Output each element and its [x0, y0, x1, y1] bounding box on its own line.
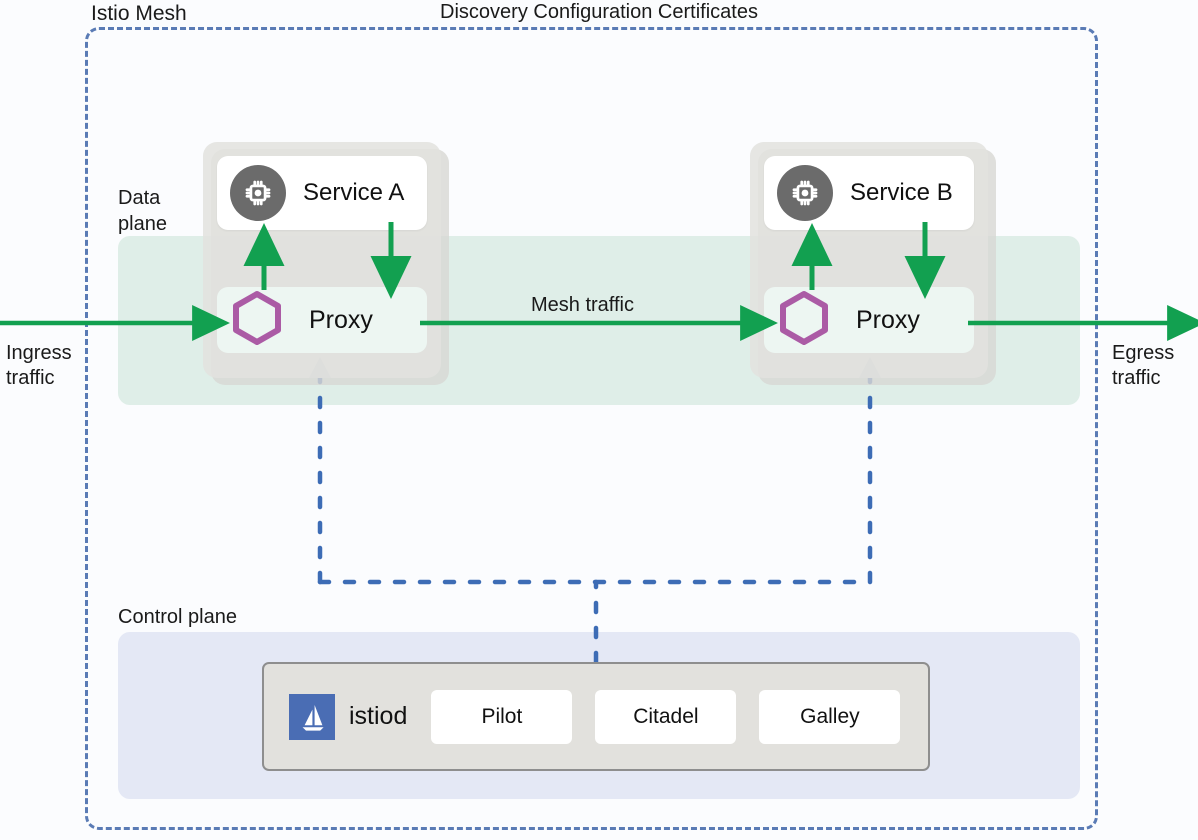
pod-service-b: Service B Proxy [750, 142, 996, 385]
istio-sail-logo [289, 693, 335, 740]
envoy-hexagon-icon [778, 290, 830, 351]
mesh-title: Istio Mesh [85, 2, 193, 26]
envoy-hexagon-icon [231, 290, 283, 351]
component-galley[interactable]: Galley [759, 689, 901, 744]
cpu-chip-icon [230, 165, 286, 221]
proxy-card-a[interactable]: Proxy [217, 287, 427, 353]
proxy-name-label: Proxy [856, 305, 920, 334]
mesh-traffic-label: Mesh traffic [531, 294, 634, 316]
data-plane-label: Data plane [118, 187, 167, 235]
control-plane-components: Pilot Citadel Galley [431, 689, 901, 744]
control-plane-label: Control plane [118, 606, 237, 628]
proxy-card-b[interactable]: Proxy [764, 287, 974, 353]
pod-service-a: Service A Proxy [203, 142, 449, 385]
service-name-label: Service A [303, 179, 405, 206]
component-pilot[interactable]: Pilot [431, 689, 573, 744]
istiod-group: istiod Pilot Citadel Galley [262, 662, 930, 771]
cpu-chip-icon [777, 165, 833, 221]
proxy-name-label: Proxy [309, 305, 373, 334]
service-name-label: Service B [850, 179, 953, 206]
service-card-a[interactable]: Service A [217, 156, 427, 230]
ingress-traffic-label: Ingress traffic [6, 342, 72, 389]
istiod-label: istiod [349, 702, 408, 730]
egress-traffic-label: Egress traffic [1112, 342, 1175, 389]
istio-mesh-boundary [85, 27, 1098, 830]
component-citadel[interactable]: Citadel [595, 689, 737, 744]
service-card-b[interactable]: Service B [764, 156, 974, 230]
control-channel-label: Discovery Configuration Certificates [440, 1, 758, 23]
